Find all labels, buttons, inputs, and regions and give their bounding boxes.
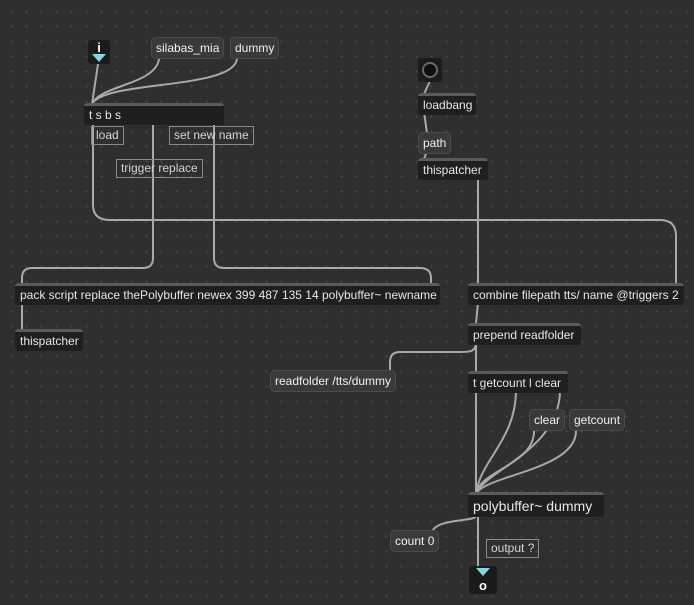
cord-tgetcount-out1: [475, 389, 517, 495]
clear-message[interactable]: clear: [529, 409, 566, 431]
cord-inlet-to-tsbs: [91, 63, 99, 105]
set-new-name-comment: set new name: [169, 126, 254, 145]
outlet-label: o: [479, 578, 487, 593]
inlet-label: i: [97, 40, 101, 55]
inlet-arrow-icon: [92, 54, 106, 62]
cord-tsbs-to-combine: [92, 121, 677, 284]
cord-tsbs-to-pack: [21, 121, 154, 285]
path-message[interactable]: path: [418, 132, 452, 154]
cord-getcount-to-polybuffer: [475, 430, 577, 495]
cord-combine-to-prepend: [475, 301, 479, 325]
loadbang-object[interactable]: loadbang: [418, 93, 476, 115]
pack-script-object[interactable]: pack script replace thePolybuffer newex …: [15, 283, 440, 305]
cord-clear-to-polybuffer: [475, 430, 535, 495]
cord-dummy-to-tsbs: [91, 58, 238, 105]
load-comment: load: [91, 126, 124, 145]
trigger-tsbs-object[interactable]: t s b s: [84, 103, 224, 125]
bang-icon: [422, 62, 438, 78]
output-comment: output ?: [486, 539, 540, 558]
prepend-readfolder-object[interactable]: prepend readfolder: [468, 323, 581, 345]
combine-object[interactable]: combine filepath tts/ name @triggers 2: [468, 283, 684, 305]
cord-silabas-to-tsbs: [91, 58, 160, 105]
getcount-message[interactable]: getcount: [569, 409, 626, 431]
thispatcher-left-object[interactable]: thispatcher: [15, 329, 83, 351]
polybuffer-object[interactable]: polybuffer~ dummy: [468, 492, 604, 517]
cord-tgetcount-out2: [475, 389, 561, 495]
outlet-arrow-icon: [476, 568, 490, 576]
patcher-inlet[interactable]: i: [88, 40, 110, 64]
trigger-getcount-object[interactable]: t getcount l clear: [468, 371, 568, 393]
cord-tsbs-to-pack-right: [213, 121, 432, 285]
thispatcher-right-object[interactable]: thispatcher: [418, 158, 488, 180]
cord-prepend-to-readfolder: [389, 341, 477, 372]
loadbang-bang-button[interactable]: [418, 58, 442, 82]
dummy-message[interactable]: dummy: [230, 37, 280, 59]
trigger-replace-comment: trigger replace: [116, 159, 203, 178]
readfolder-message[interactable]: readfolder /tts/dummy: [270, 370, 397, 392]
cord-loadbang-to-path: [423, 111, 428, 134]
cord-polybuffer-to-count: [431, 515, 477, 535]
silabas-mia-message[interactable]: silabas_mia: [151, 37, 225, 59]
patcher-outlet[interactable]: o: [469, 566, 497, 594]
count-message[interactable]: count 0: [390, 530, 440, 552]
